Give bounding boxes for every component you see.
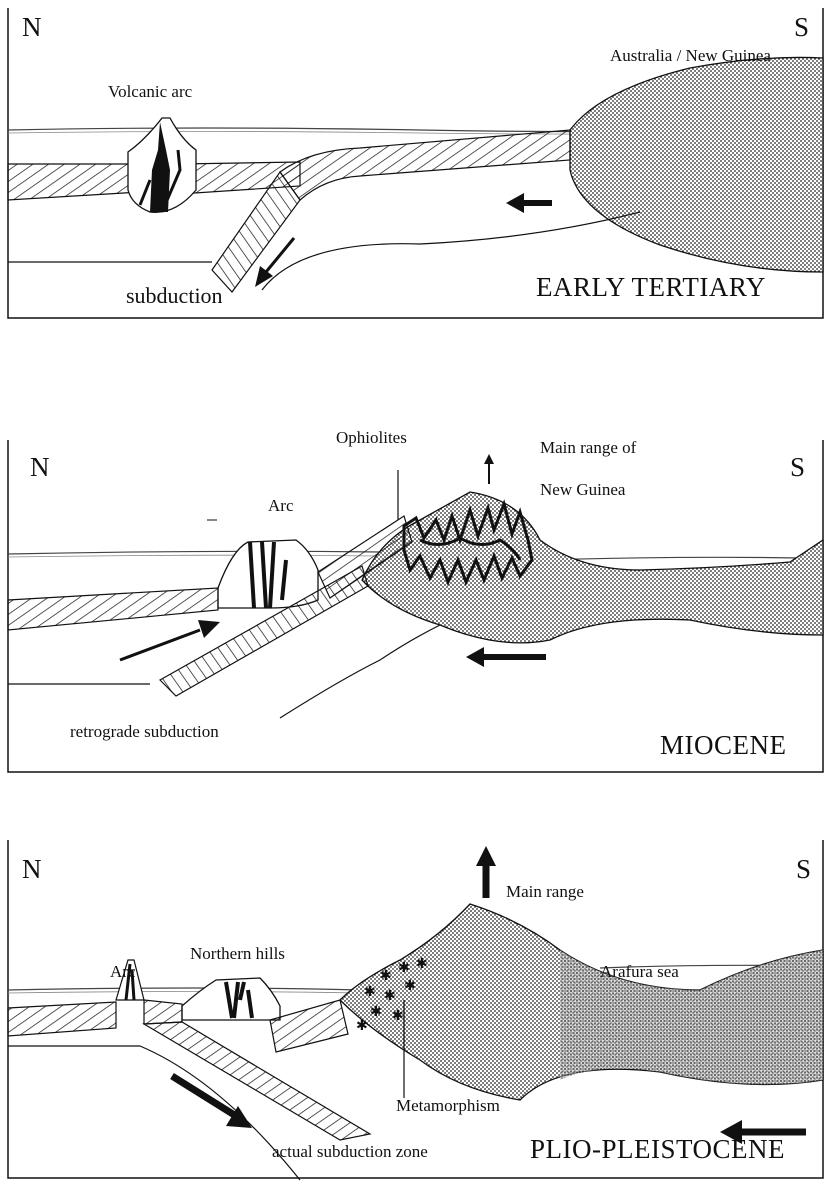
overriding-plate [8,588,218,630]
label-subduction: subduction [126,283,223,309]
label-northern-hills: Northern hills [190,944,285,964]
northern-plate [8,1002,116,1036]
uplift-arrow-icon [484,454,494,484]
label-actual-subduction-zone: actual subduction zone [272,1142,428,1162]
svg-text:✱: ✱ [384,988,396,1004]
svg-text:✱: ✱ [398,960,410,976]
svg-text:✱: ✱ [416,956,428,972]
label-retrograde-subduction: retrograde subduction [70,722,219,742]
continent-mass [570,57,823,272]
compass-north: N [30,452,50,483]
svg-text:✱: ✱ [404,978,416,994]
compass-north: N [22,854,42,885]
label-main-range: Main range [506,882,584,902]
label-arc: Arc [110,962,135,982]
subduction-arrow-icon [172,1076,252,1128]
label-volcanic-arc: Volcanic arc [108,82,192,102]
arc [218,540,318,608]
svg-text:✱: ✱ [364,984,376,1000]
label-main-range-line1: Main range of [540,438,636,458]
label-main-range-line2: New Guinea [540,480,625,500]
panel-early-tertiary: N S Volcanic arc Australia / New Guinea … [0,0,829,330]
compass-south: S [790,452,805,483]
sea-surface [8,551,380,554]
era-title: MIOCENE [660,730,787,761]
oceanic-plate [8,164,140,200]
compass-south: S [794,12,809,43]
label-arc: Arc [268,496,293,516]
continent-mass [362,492,823,643]
era-title: PLIO-PLEISTOCENE [530,1134,785,1165]
label-ophiolites: Ophiolites [336,428,407,448]
svg-text:✱: ✱ [370,1004,382,1020]
compass-south: S [796,854,811,885]
sea-surface [8,988,360,990]
plate-motion-arrow-icon [466,647,546,667]
label-metamorphism: Metamorphism [396,1096,500,1116]
svg-text:✱: ✱ [380,968,392,984]
panel-miocene: N S Ophiolites Main range of New Guinea … [0,400,829,800]
uplift-arrow-icon [476,846,496,898]
label-australia-new-guinea: Australia / New Guinea [610,46,771,66]
svg-text:✱: ✱ [392,1008,404,1024]
label-arafura-sea: Arafura sea [600,962,679,982]
compass-north: N [22,12,42,43]
svg-text:✱: ✱ [356,1018,368,1034]
panel-plio-pleistocene: ✱ ✱ ✱ ✱ ✱ ✱ ✱ ✱ ✱ [0,840,829,1190]
era-title: EARLY TERTIARY [536,272,766,303]
plate-motion-arrow-icon [506,193,552,213]
